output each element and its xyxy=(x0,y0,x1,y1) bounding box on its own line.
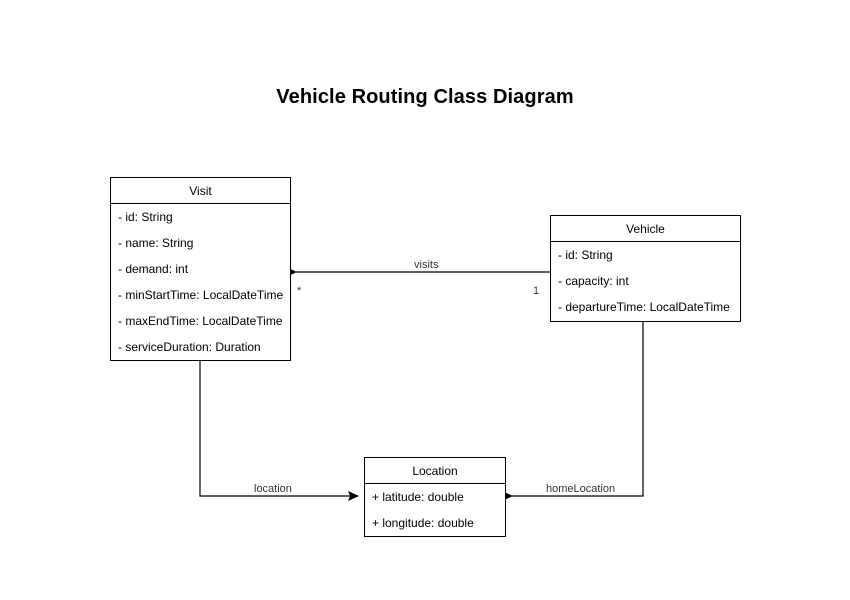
class-name-vehicle: Vehicle xyxy=(551,216,740,242)
class-box-location[interactable]: Location + latitude: double + longitude:… xyxy=(364,457,506,537)
association-label-visits: visits xyxy=(414,259,439,271)
association-location xyxy=(199,361,359,501)
association-home-location-line xyxy=(502,322,644,501)
class-attribute: - maxEndTime: LocalDateTime xyxy=(118,314,283,328)
class-attributes-location: + latitude: double + longitude: double xyxy=(365,484,505,536)
class-attribute: - id: String xyxy=(118,210,173,224)
class-attribute: - minStartTime: LocalDateTime xyxy=(118,288,284,302)
class-attributes-vehicle: - id: String - capacity: int - departure… xyxy=(551,242,740,320)
class-attribute: - demand: int xyxy=(118,262,189,276)
class-box-visit[interactable]: Visit - id: String - name: String - dema… xyxy=(110,177,291,361)
class-attribute: - serviceDuration: Duration xyxy=(118,340,261,354)
association-home-location xyxy=(502,322,644,501)
association-label-home-location: homeLocation xyxy=(546,483,616,495)
association-label-location: location xyxy=(254,483,292,495)
class-box-vehicle[interactable]: Vehicle - id: String - capacity: int - d… xyxy=(550,215,741,322)
association-location-line xyxy=(199,361,359,501)
page-title: Vehicle Routing Class Diagram xyxy=(276,86,574,108)
class-name-visit: Visit xyxy=(111,178,290,204)
class-name-location: Location xyxy=(365,458,505,484)
class-attribute: + latitude: double xyxy=(372,490,464,504)
class-attributes-visit: - id: String - name: String - demand: in… xyxy=(111,204,290,360)
class-attribute: - id: String xyxy=(558,248,613,262)
class-attribute: - name: String xyxy=(118,236,194,250)
multiplicity-vehicle-end: 1 xyxy=(533,285,540,297)
class-attribute: - departureTime: LocalDateTime xyxy=(558,300,730,314)
class-attribute: - capacity: int xyxy=(558,274,629,288)
class-attribute: + longitude: double xyxy=(372,516,474,530)
multiplicity-visit-end: * xyxy=(297,285,302,297)
